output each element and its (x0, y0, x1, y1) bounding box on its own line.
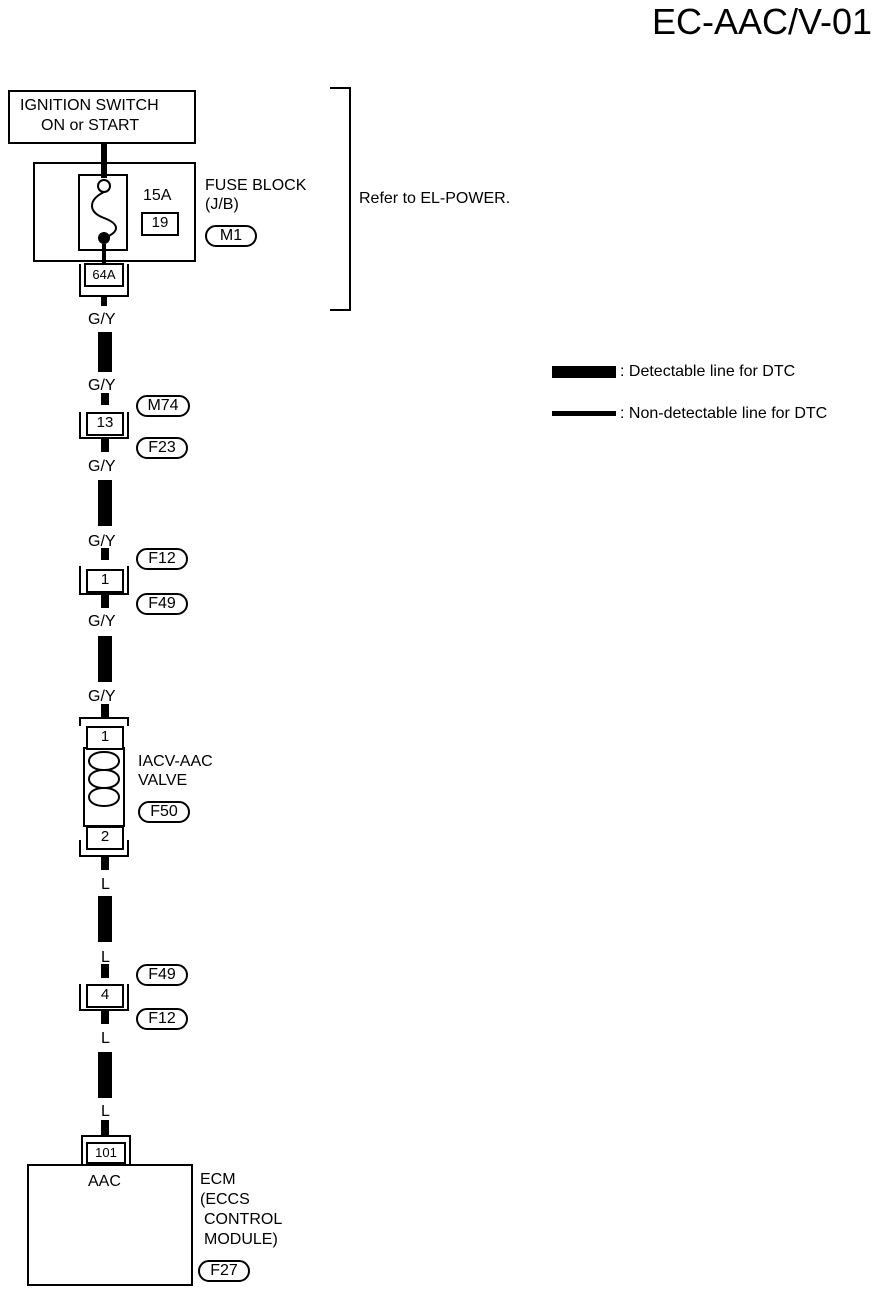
legend-detectable-label: : Detectable line for DTC (620, 363, 796, 380)
fuse-block-box: 15A (33, 162, 196, 262)
ecm-box: AAC (27, 1164, 193, 1286)
fuse-block-name2: (J/B) (205, 196, 239, 213)
connector-f49: F49 (136, 964, 188, 986)
ecm-name3: CONTROL (204, 1211, 283, 1228)
wire-gy-3 (98, 636, 112, 682)
connector-f50: F50 (138, 801, 190, 823)
ecm-name2: (ECCS (200, 1191, 250, 1208)
wire-color-label: G/Y (88, 688, 116, 705)
connector-f27: F27 (198, 1260, 250, 1282)
valve-pin-2: 2 (86, 826, 124, 850)
wire-l-2 (98, 1052, 112, 1098)
fuse-link (91, 191, 117, 239)
wire-l-1 (98, 896, 112, 942)
connector-pin-1: 1 (86, 569, 124, 593)
terminal-64a: 64A (84, 263, 124, 287)
wire-color-label: L (101, 876, 110, 893)
legend-non-detectable-label: : Non-detectable line for DTC (620, 405, 828, 422)
connector-f12: F12 (136, 548, 188, 570)
ecm-terminal-label: AAC (88, 1173, 121, 1190)
wire-color-label: G/Y (88, 311, 116, 328)
wire-color-label: G/Y (88, 377, 116, 394)
wire-color-label: G/Y (88, 533, 116, 550)
valve-name2: VALVE (138, 772, 188, 789)
ignition-switch-line2: ON or START (41, 117, 140, 134)
wire-gy-2 (98, 480, 112, 526)
fuse-block-name1: FUSE BLOCK (205, 177, 307, 194)
ecm-name1: ECM (200, 1171, 236, 1188)
refer-text: Refer to EL-POWER. (359, 190, 511, 207)
ignition-switch-box: IGNITION SWITCH ON or START (8, 90, 196, 144)
valve-name1: IACV-AAC (138, 753, 213, 770)
connector-pin-13: 13 (86, 412, 124, 436)
legend-thin-line (552, 411, 616, 416)
fuse-bottom-terminal (98, 232, 110, 244)
connector-m74: M74 (136, 395, 190, 417)
wire-color-label: L (101, 1030, 110, 1047)
power-section-bracket (330, 87, 351, 311)
wire-color-label: G/Y (88, 613, 116, 630)
ecm-name4: MODULE) (204, 1231, 278, 1248)
fuse-number: 19 (141, 212, 179, 236)
valve-bracket-top (79, 717, 129, 726)
fuse-amperage: 15A (143, 187, 172, 204)
connector-f12: F12 (136, 1008, 188, 1030)
wire-color-label: L (101, 1103, 110, 1120)
wire-color-label: G/Y (88, 458, 116, 475)
page-code: EC-AAC/V-01 (652, 1, 873, 42)
wire-color-label: L (101, 949, 110, 966)
bracket-101 (81, 1135, 131, 1164)
valve-pin-1: 1 (86, 726, 124, 750)
legend-thick-line (552, 366, 616, 378)
ignition-switch-line1: IGNITION SWITCH (20, 97, 159, 114)
connector-m1: M1 (205, 225, 257, 247)
ecm-terminal-101: 101 (86, 1142, 126, 1164)
connector-pin-4: 4 (86, 984, 124, 1008)
connector-f23: F23 (136, 437, 188, 459)
wire-gy-1 (98, 332, 112, 372)
connector-f49: F49 (136, 593, 188, 615)
valve-coil (88, 751, 120, 807)
